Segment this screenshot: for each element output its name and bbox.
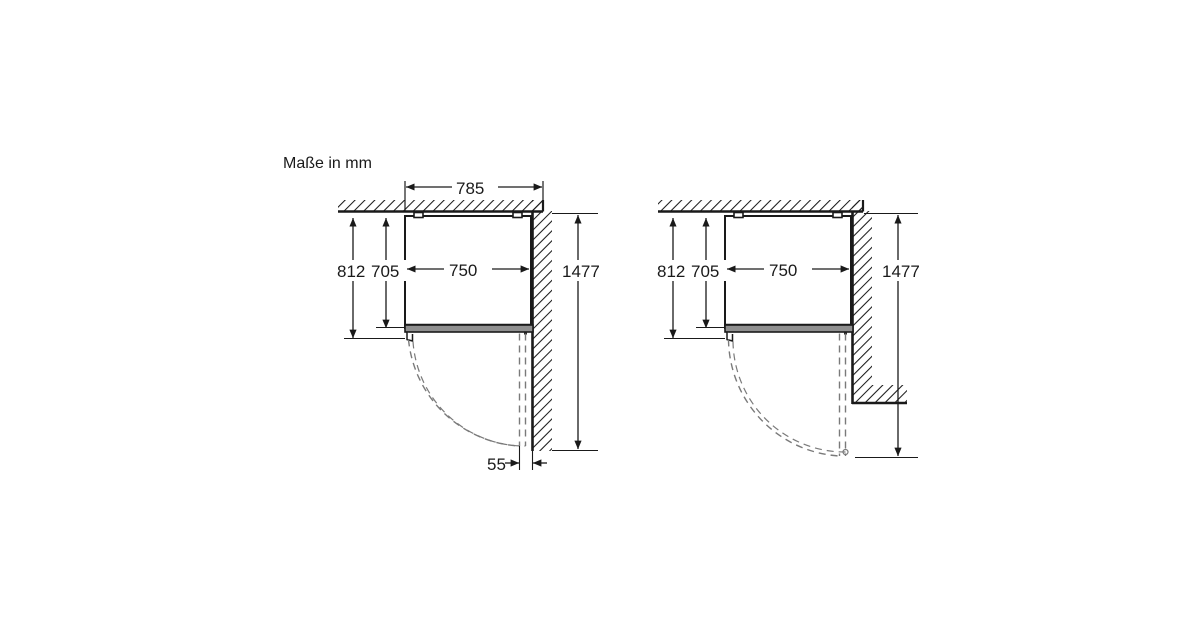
top-wall-left xyxy=(338,200,543,213)
dimension-label-55: 55 xyxy=(487,455,506,474)
right-diagram: 812 705 750 1477 xyxy=(656,200,928,459)
left-diagram: 785 812 705 750 xyxy=(336,177,608,474)
door-swing-arc-right xyxy=(727,333,849,457)
dimension-705-left: 705 xyxy=(370,217,406,329)
right-wall-left xyxy=(531,200,552,451)
right-wall-right xyxy=(851,200,907,405)
dimension-label-1477-right: 1477 xyxy=(882,262,920,281)
dimension-55-left: 55 xyxy=(487,446,547,474)
dimension-750-left: 750 xyxy=(406,259,530,280)
dimension-812-left: 812 xyxy=(336,217,405,340)
dimension-label-705-right: 705 xyxy=(691,262,719,281)
dimension-label-705: 705 xyxy=(371,262,399,281)
dimension-785-left: 785 xyxy=(404,177,544,212)
dimension-1477-right: 1477 xyxy=(855,212,928,459)
units-caption: Maße in mm xyxy=(283,155,372,172)
dimension-750-right: 750 xyxy=(726,259,850,280)
dimension-label-785: 785 xyxy=(456,179,484,198)
dimension-label-812-right: 812 xyxy=(657,262,685,281)
dimension-1477-left: 1477 xyxy=(552,212,608,452)
top-wall-right xyxy=(658,200,863,213)
door-swing-arc-left xyxy=(407,333,527,447)
dimension-812-right: 812 xyxy=(656,217,725,340)
dimension-label-812: 812 xyxy=(337,262,365,281)
dimension-label-1477: 1477 xyxy=(562,262,600,281)
dimension-label-750-right: 750 xyxy=(769,261,797,280)
dimension-705-right: 705 xyxy=(690,217,726,329)
dimension-label-750: 750 xyxy=(449,261,477,280)
